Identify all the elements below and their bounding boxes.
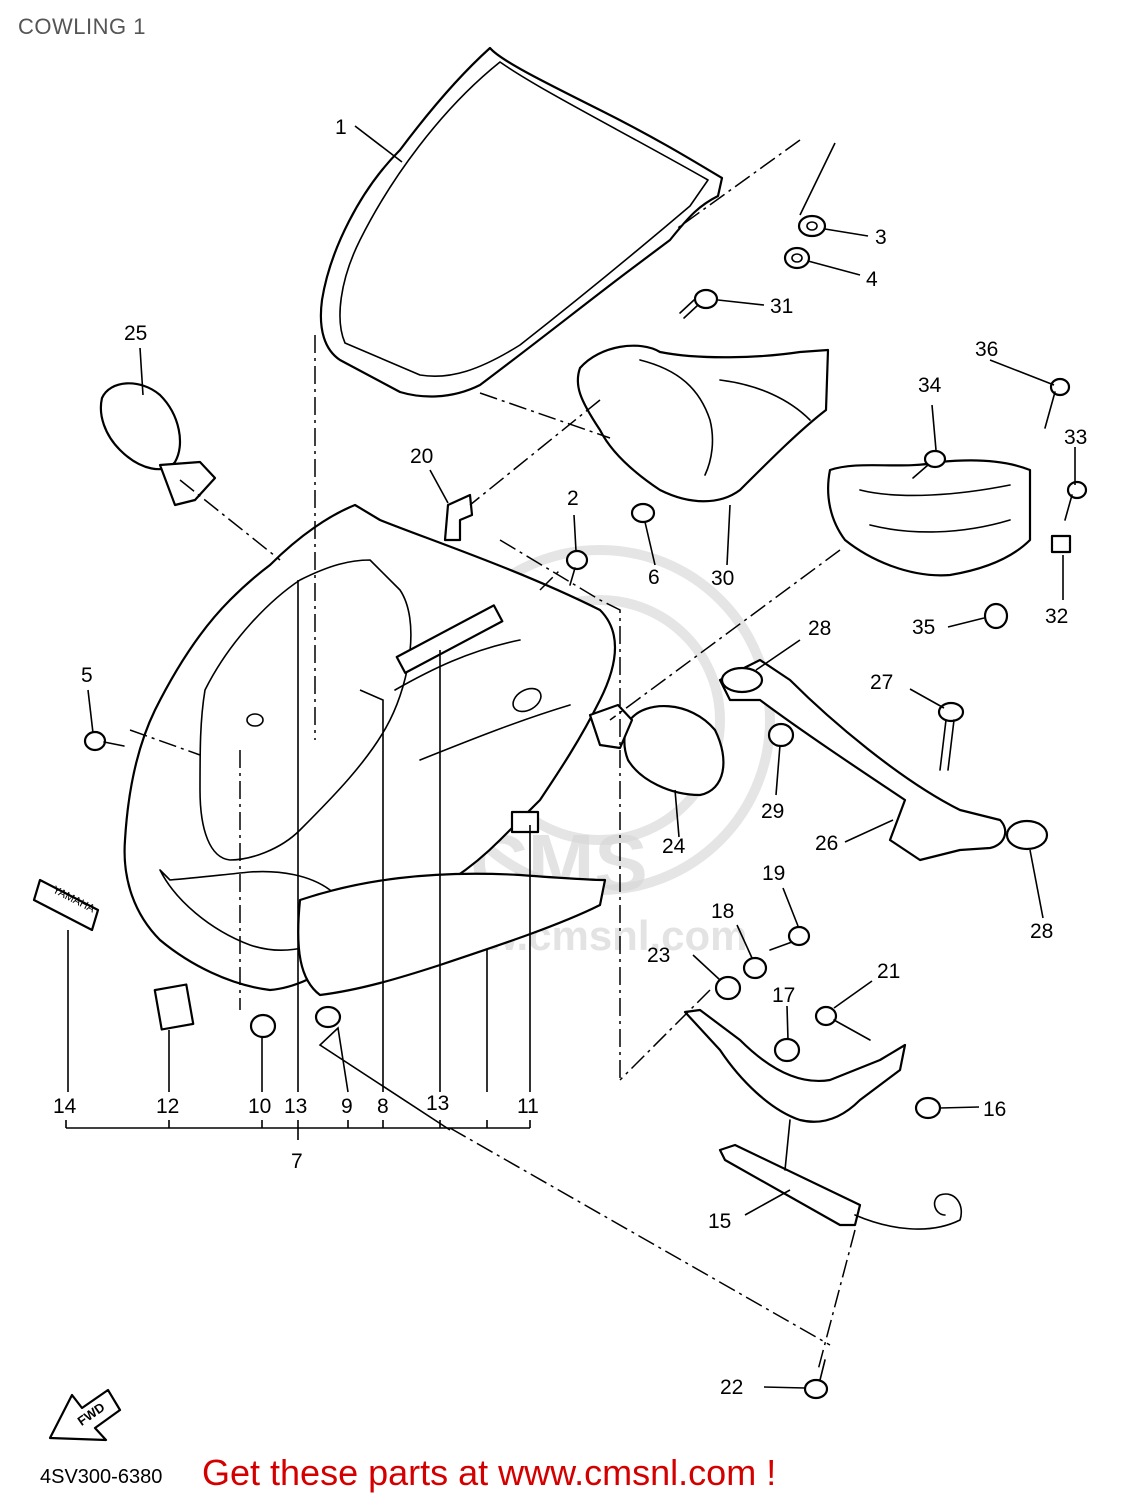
windscreen-part bbox=[319, 46, 724, 398]
mirror-part-25 bbox=[99, 382, 217, 507]
screw-part-2 bbox=[565, 549, 589, 586]
grommet-part-10 bbox=[249, 1013, 277, 1039]
bracket-part-20 bbox=[443, 493, 474, 542]
callout-4: 4 bbox=[866, 268, 878, 291]
callout-14: 14 bbox=[53, 1095, 77, 1118]
nut-part-23 bbox=[714, 975, 742, 1001]
grommet-part-4 bbox=[783, 246, 811, 270]
screw-part-33 bbox=[1064, 480, 1088, 521]
callout-6: 6 bbox=[648, 566, 660, 589]
callout-32: 32 bbox=[1045, 605, 1068, 628]
callout-7: 7 bbox=[291, 1150, 303, 1173]
callout-29: 29 bbox=[761, 800, 784, 823]
callout-23: 23 bbox=[647, 944, 670, 967]
callout-31: 31 bbox=[770, 295, 793, 318]
nut-part-35 bbox=[983, 602, 1009, 630]
callout-28: 28 bbox=[808, 617, 831, 640]
callout-35: 35 bbox=[912, 616, 935, 639]
callout-13: 13 bbox=[284, 1095, 307, 1118]
callout-18: 18 bbox=[711, 900, 734, 923]
mirror-part-24 bbox=[588, 703, 725, 797]
callout-28: 28 bbox=[1030, 920, 1053, 943]
air-duct-part-30 bbox=[576, 344, 830, 503]
screw-part-31 bbox=[679, 288, 719, 319]
assembly-lines bbox=[129, 139, 856, 1371]
screw-part-21 bbox=[814, 1005, 838, 1027]
clip-part-17 bbox=[773, 1037, 801, 1063]
page-title: COWLING 1 bbox=[18, 14, 146, 39]
callout-36: 36 bbox=[975, 338, 998, 361]
callout-3: 3 bbox=[875, 226, 887, 249]
grommet-part-6 bbox=[630, 502, 656, 524]
callout-24: 24 bbox=[662, 835, 686, 858]
callout-20: 20 bbox=[410, 445, 433, 468]
callout-27: 27 bbox=[870, 671, 893, 694]
callout-1: 1 bbox=[335, 116, 347, 139]
screw-part-36 bbox=[1044, 377, 1071, 429]
clip-part-16 bbox=[914, 1096, 942, 1120]
callout-11: 11 bbox=[517, 1095, 539, 1118]
callout-26: 26 bbox=[815, 832, 838, 855]
nut-part-3 bbox=[797, 214, 827, 238]
grommet-part-9 bbox=[314, 1005, 342, 1029]
callout-22: 22 bbox=[720, 1376, 743, 1399]
bolt-part-27 bbox=[937, 701, 965, 771]
callout-5: 5 bbox=[81, 664, 93, 687]
callout-10: 10 bbox=[248, 1095, 271, 1118]
grommet-part-29 bbox=[767, 722, 795, 748]
callout-33: 33 bbox=[1064, 426, 1087, 449]
document-code: 4SV300-6380 bbox=[40, 1466, 163, 1488]
clip-part-11 bbox=[510, 810, 540, 834]
air-duct-part-right bbox=[827, 459, 1032, 577]
nut-part-18 bbox=[742, 956, 768, 980]
callout-16: 16 bbox=[983, 1098, 1006, 1121]
callout-8: 8 bbox=[377, 1095, 389, 1118]
callout-13: 13 bbox=[426, 1092, 449, 1115]
callout-21: 21 bbox=[877, 960, 900, 983]
callout-9: 9 bbox=[341, 1095, 353, 1118]
screw-part-34 bbox=[912, 449, 947, 479]
callout-30: 30 bbox=[711, 567, 734, 590]
washer-part-28 bbox=[1005, 819, 1049, 851]
callout-17: 17 bbox=[772, 984, 795, 1007]
screw-part-19 bbox=[787, 925, 811, 947]
screw-part-5 bbox=[83, 730, 125, 752]
bolt-part-22 bbox=[803, 1359, 829, 1400]
callout-15: 15 bbox=[708, 1210, 731, 1233]
callout-25: 25 bbox=[124, 322, 147, 345]
patch-part-12 bbox=[153, 983, 195, 1031]
small-fasteners bbox=[714, 925, 942, 1120]
fwd-arrow-icon: FWD bbox=[48, 1388, 122, 1442]
callout-2: 2 bbox=[567, 487, 579, 510]
screw-shank-21 bbox=[833, 1019, 871, 1041]
screw-shank-19 bbox=[769, 941, 793, 951]
callout-34: 34 bbox=[918, 374, 942, 397]
stay-part-15 bbox=[683, 1008, 962, 1230]
cowling-body-part bbox=[123, 503, 616, 997]
callout-19: 19 bbox=[762, 862, 785, 885]
callout-labels: 1 2 3 4 5 6 7 8 9 10 11 12 13 13 14 15 1… bbox=[53, 116, 1087, 1399]
promo-link[interactable]: Get these parts at www.cmsnl.com ! bbox=[202, 1452, 777, 1493]
stay-part-26 bbox=[718, 658, 1049, 862]
callout-12: 12 bbox=[156, 1095, 179, 1118]
clip-part-32 bbox=[1050, 534, 1072, 554]
lower-small-parts bbox=[153, 983, 342, 1039]
decal-part-14: YAMAHA bbox=[32, 878, 100, 932]
leader-lines bbox=[65, 125, 1076, 1389]
